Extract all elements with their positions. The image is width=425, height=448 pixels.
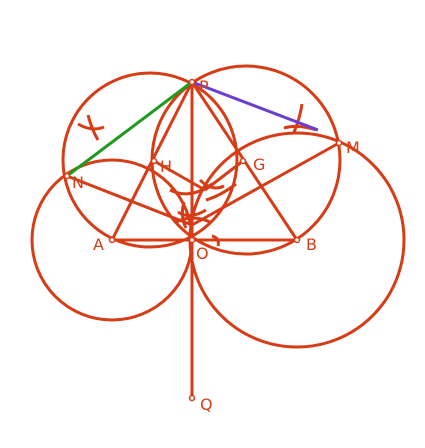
point-O [188,236,196,244]
label-B: B [306,235,317,254]
segment-M-center [191,141,340,227]
label-N: N [72,173,84,192]
arc-mark-center-3 [205,182,237,202]
label-O: O [196,244,209,263]
point-H [150,157,158,165]
segment-PM-purple [191,80,319,132]
arc-mark-upper-left-2 [86,114,100,141]
arc-mark-center-5 [175,216,211,224]
segment-H-center [153,159,206,192]
point-P [188,78,196,86]
point-G [239,157,247,165]
arc-mark-center-2 [198,178,225,190]
label-P: P [199,77,209,96]
label-A: A [93,235,104,254]
arc-mark-right-angle [211,234,220,247]
point-N [63,172,71,180]
circle-upper-left [61,71,239,249]
segment-N-center [66,174,193,227]
label-G: G [253,155,265,174]
arc-mark-center-4 [177,208,207,217]
point-A [108,236,116,244]
point-B [293,236,301,244]
label-H: H [160,157,172,176]
label-Q: Q [200,395,213,414]
point-Q [188,394,196,402]
segment-PN-green [66,80,193,178]
arc-mark-upper-right-2 [292,103,304,133]
point-M [335,139,343,147]
arc-mark-center-6 [180,201,188,229]
label-M: M [346,138,360,157]
